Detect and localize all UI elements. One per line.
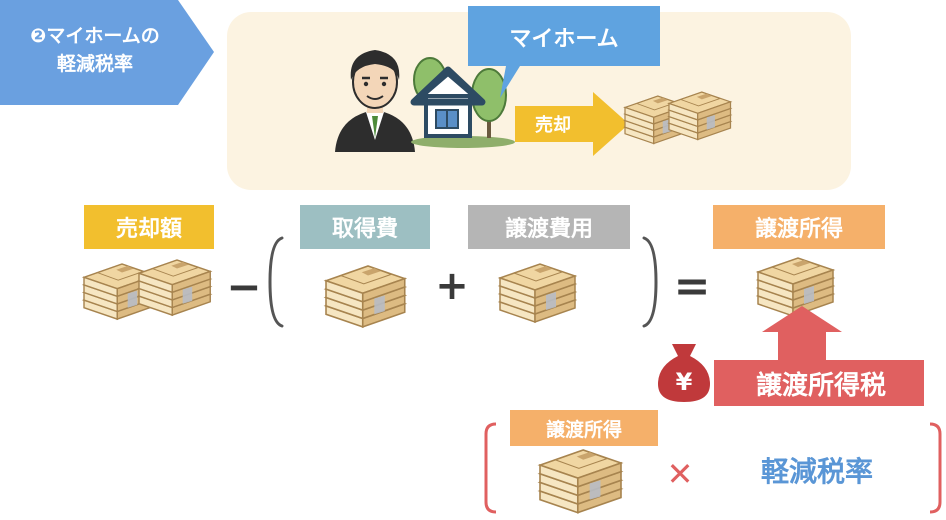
sell-arrow-label: 売却: [535, 115, 571, 136]
plus-sign: +: [435, 263, 469, 309]
transfer-cost-label: 譲渡費用: [468, 205, 630, 249]
money-stack-icon: [539, 449, 622, 514]
section-tag-line1: ❷マイホームの: [30, 25, 160, 47]
sell-arrow: [515, 92, 629, 156]
minus-sign: −: [226, 261, 262, 311]
reduced-rate-label: 軽減税率: [760, 455, 873, 488]
section-tag-title: ❷マイホームの 軽減税率: [0, 22, 190, 78]
acquisition-cost-label: 取得費: [300, 205, 430, 249]
money-stack-icon: [499, 263, 576, 323]
money-stack-icon: [325, 265, 406, 328]
person-icon: [335, 50, 415, 152]
tag-arrow-shape: [0, 0, 214, 105]
sale-amount-label: 売却額: [84, 205, 214, 249]
bottom-bracket-box: [484, 422, 942, 514]
money-bag-icon: [658, 344, 710, 402]
transfer-income-label: 譲渡所得: [713, 205, 885, 249]
multiply-sign: ✕: [666, 455, 694, 493]
equals-sign: =: [673, 260, 711, 312]
yen-symbol: ¥: [675, 368, 693, 396]
left-paren: [268, 236, 284, 328]
tax-label: 譲渡所得税: [755, 370, 886, 401]
section-tag-line2: 軽減税率: [56, 53, 133, 75]
right-paren: [642, 236, 658, 328]
money-stack-icon: [624, 91, 732, 145]
section-tag: ❷マイホームの 軽減税率: [0, 0, 220, 105]
tree-icon: [471, 68, 507, 138]
tax-arrow: [714, 306, 924, 406]
speech-bubble-shape: [468, 6, 660, 98]
money-stack-icon: [83, 259, 211, 320]
house-icon: [410, 57, 515, 148]
bottom-income-label: 譲渡所得: [510, 410, 658, 446]
speech-bubble-label: マイホーム: [509, 27, 619, 52]
